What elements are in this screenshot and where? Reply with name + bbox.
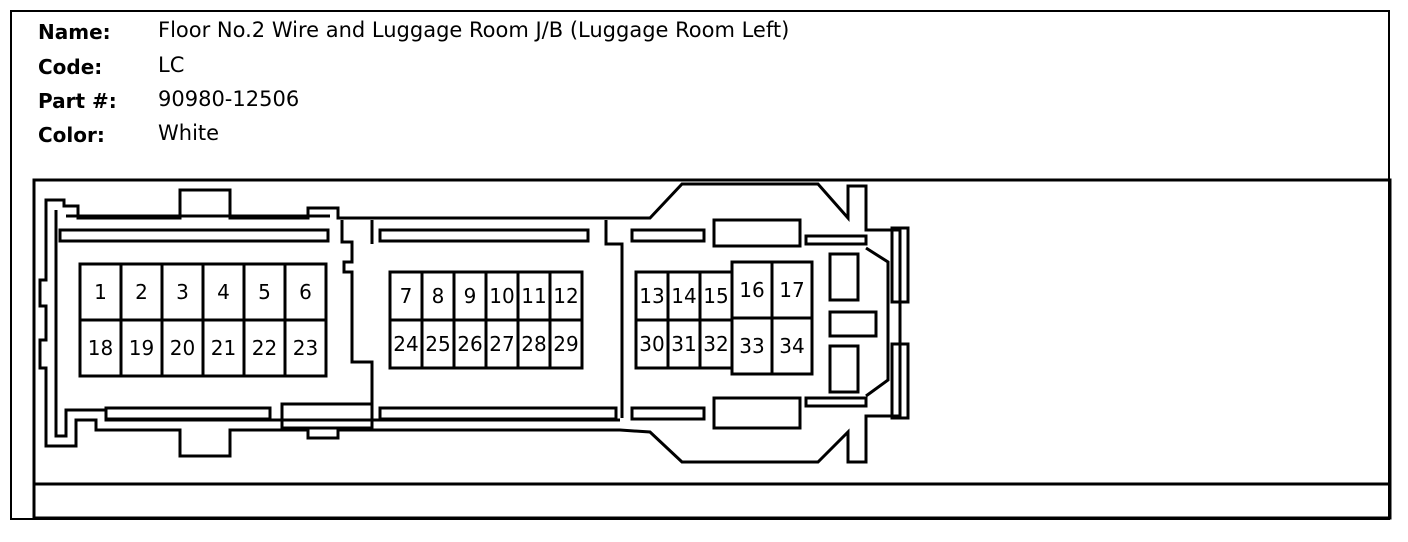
pin-label-3: 3 — [176, 280, 189, 304]
pin-label-17: 17 — [779, 278, 804, 302]
right-lock-top — [828, 252, 860, 302]
right-edge-tab-top — [890, 226, 910, 304]
pin-label-21: 21 — [211, 336, 236, 360]
connector-panel — [32, 178, 1392, 520]
pin-label-27: 27 — [489, 332, 514, 356]
pin-label-13: 13 — [639, 284, 664, 308]
latch-rail-bottom-right — [630, 406, 706, 421]
pin-label-10: 10 — [489, 284, 514, 308]
right-lock-mid — [828, 310, 878, 338]
latch-rail-top-mid — [378, 228, 590, 243]
pin-label-31: 31 — [671, 332, 696, 356]
pin-label-4: 4 — [217, 280, 230, 304]
pin-label-20: 20 — [170, 336, 195, 360]
pin-label-1: 1 — [94, 280, 107, 304]
pin-cell-23 — [283, 318, 328, 378]
pin-label-29: 29 — [553, 332, 578, 356]
latch-rail-top-right — [630, 228, 706, 243]
pin-label-16: 16 — [739, 278, 764, 302]
pin-label-19: 19 — [129, 336, 154, 360]
pin-label-28: 28 — [521, 332, 546, 356]
latch-rail-bottom-left — [104, 406, 272, 421]
name-label: Name: — [38, 20, 111, 44]
pin-cell-29 — [548, 318, 584, 370]
pin-label-30: 30 — [639, 332, 664, 356]
right-tab-bottom — [804, 396, 868, 408]
part-number-label: Part #: — [38, 89, 117, 113]
name-value: Floor No.2 Wire and Luggage Room J/B (Lu… — [158, 18, 790, 42]
pin-label-25: 25 — [425, 332, 450, 356]
color-value: White — [158, 121, 220, 145]
pin-label-11: 11 — [521, 284, 546, 308]
latch-rail-top-left — [58, 228, 330, 243]
right-lock-arm — [865, 246, 890, 398]
pin-label-33: 33 — [739, 334, 764, 358]
pin-label-2: 2 — [135, 280, 148, 304]
bottom-key-right — [712, 396, 802, 430]
pin-label-5: 5 — [258, 280, 271, 304]
pin-label-9: 9 — [464, 284, 477, 308]
pin-label-26: 26 — [457, 332, 482, 356]
code-label: Code: — [38, 55, 103, 79]
connector-housing-outline — [38, 182, 902, 464]
pin-label-18: 18 — [88, 336, 113, 360]
right-lock-bottom — [828, 344, 860, 394]
right-tab-top — [804, 234, 868, 246]
pin-label-7: 7 — [400, 284, 413, 308]
part-number-value: 90980-12506 — [158, 87, 300, 111]
pin-label-12: 12 — [553, 284, 578, 308]
pin-label-24: 24 — [393, 332, 418, 356]
connector-housing-inner — [54, 210, 620, 438]
right-edge-tab-bottom — [890, 342, 910, 420]
pin-label-34: 34 — [779, 334, 804, 358]
bottom-key-left — [280, 402, 374, 430]
pin-label-23: 23 — [293, 336, 318, 360]
block-divider-left — [340, 220, 374, 418]
pin-label-32: 32 — [703, 332, 728, 356]
latch-rail-bottom-mid — [378, 406, 618, 421]
top-key-right — [712, 218, 802, 248]
color-label: Color: — [38, 123, 105, 147]
pin-label-8: 8 — [432, 284, 445, 308]
pin-label-14: 14 — [671, 284, 696, 308]
pin-cell-34 — [770, 316, 814, 376]
pin-label-15: 15 — [703, 284, 728, 308]
code-value: LC — [158, 53, 185, 77]
block-divider-right — [604, 220, 624, 418]
pin-label-6: 6 — [299, 280, 312, 304]
pin-label-22: 22 — [252, 336, 277, 360]
